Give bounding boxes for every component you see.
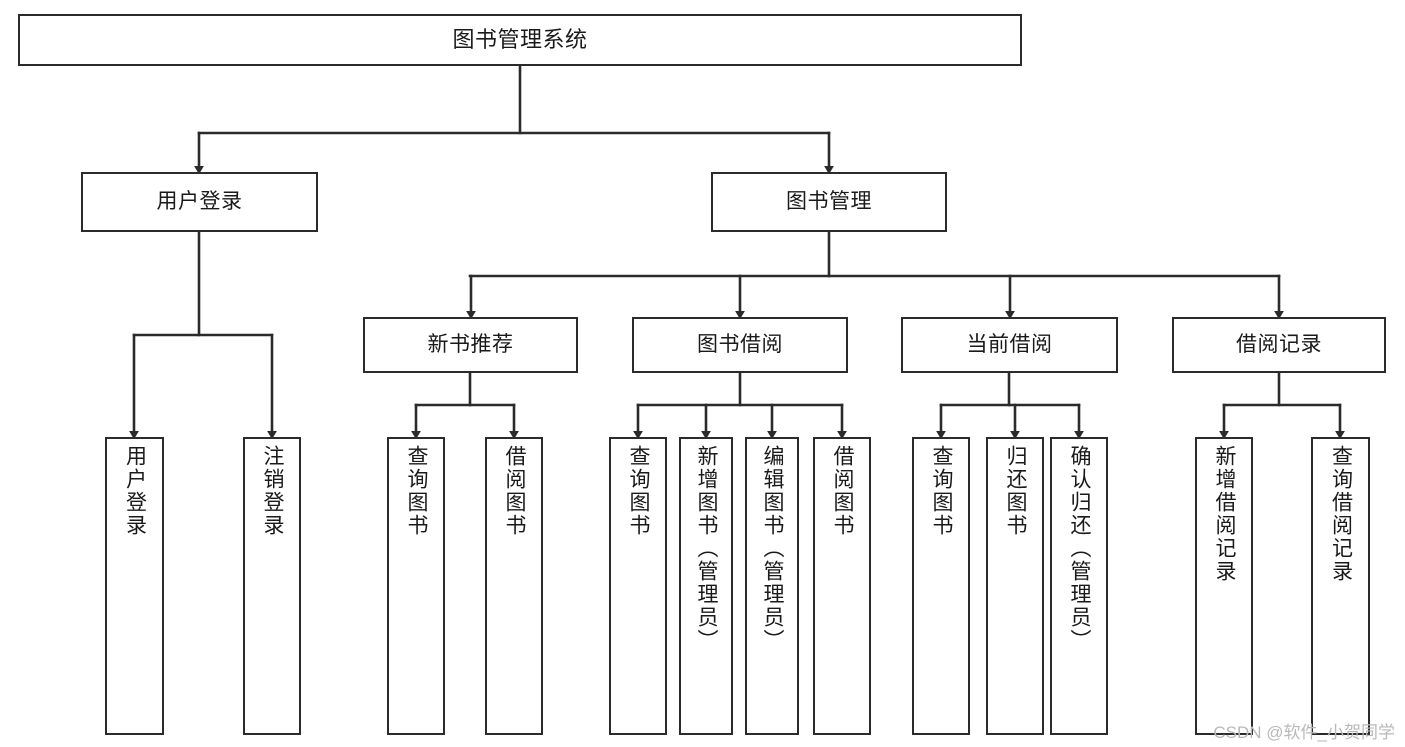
- leaf-query-book-current[interactable]: 查询图书: [912, 437, 970, 735]
- node-label: 查询图书: [405, 445, 429, 537]
- node-label: 借阅图书: [831, 445, 855, 537]
- leaf-confirm-return-admin[interactable]: 确认归还（管理员）: [1050, 437, 1108, 735]
- node-label: 查询图书: [627, 445, 651, 537]
- node-book-management[interactable]: 图书管理: [711, 172, 947, 232]
- node-label: 确认归还（管理员）: [1068, 445, 1092, 652]
- leaf-query-book-recommend[interactable]: 查询图书: [387, 437, 445, 735]
- node-label: 新增借阅记录: [1213, 445, 1237, 583]
- leaf-return-book[interactable]: 归还图书: [986, 437, 1044, 735]
- node-borrow-record[interactable]: 借阅记录: [1172, 317, 1386, 373]
- node-label: 查询图书: [930, 445, 954, 537]
- node-label: 查询借阅记录: [1329, 445, 1353, 583]
- node-book-borrow[interactable]: 图书借阅: [632, 317, 848, 373]
- csdn-watermark: CSDN @软件_小贺同学: [1213, 723, 1395, 742]
- node-label: 当前借阅: [966, 332, 1053, 356]
- edges-group: [129, 64, 1345, 440]
- node-label: 图书管理: [786, 189, 872, 213]
- node-label: 新增图书（管理员）: [695, 445, 719, 652]
- node-label: 图书借阅: [697, 332, 783, 356]
- leaf-query-borrow-record[interactable]: 查询借阅记录: [1311, 437, 1370, 735]
- node-current-borrow[interactable]: 当前借阅: [901, 317, 1118, 373]
- leaf-add-borrow-record[interactable]: 新增借阅记录: [1195, 437, 1253, 735]
- leaf-logout-login[interactable]: 注销登录: [243, 437, 301, 735]
- node-label: 借阅图书: [503, 445, 527, 537]
- node-label: 编辑图书（管理员）: [761, 445, 785, 652]
- node-user-login[interactable]: 用户登录: [81, 172, 318, 232]
- node-label: 图书管理系统: [452, 27, 588, 53]
- leaf-borrow-book-recommend[interactable]: 借阅图书: [485, 437, 543, 735]
- node-new-book-recommend[interactable]: 新书推荐: [363, 317, 578, 373]
- node-label: 用户登录: [156, 189, 243, 213]
- node-root-book-management-system[interactable]: 图书管理系统: [18, 14, 1022, 66]
- node-label: 用户登录: [123, 445, 147, 537]
- node-label: 归还图书: [1004, 445, 1028, 537]
- node-label: 新书推荐: [427, 332, 514, 356]
- node-label: 借阅记录: [1236, 332, 1322, 356]
- leaf-add-book-admin[interactable]: 新增图书（管理员）: [679, 437, 733, 735]
- leaf-borrow-book[interactable]: 借阅图书: [813, 437, 871, 735]
- node-label: 注销登录: [261, 445, 285, 537]
- leaf-edit-book-admin[interactable]: 编辑图书（管理员）: [745, 437, 799, 735]
- leaf-query-book-borrow[interactable]: 查询图书: [609, 437, 667, 735]
- leaf-user-login[interactable]: 用户登录: [105, 437, 164, 735]
